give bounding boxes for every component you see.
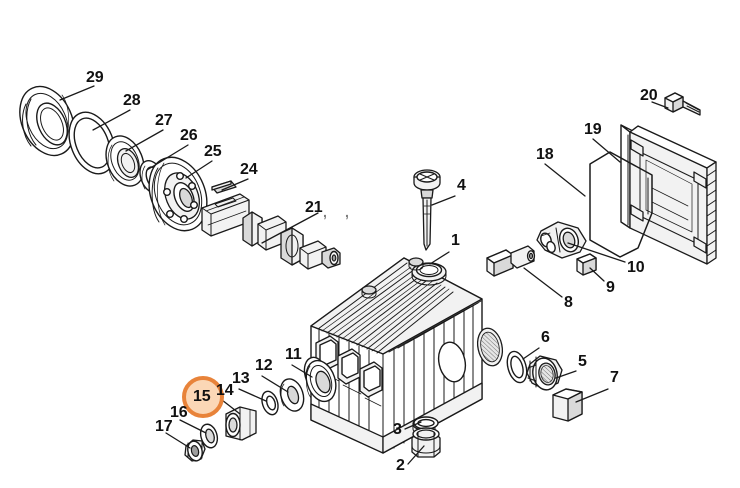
- leader-line-5: [555, 370, 577, 379]
- oil-fill-boss: [411, 262, 447, 286]
- leader-line-18: [544, 163, 586, 197]
- boss-left: [361, 285, 377, 299]
- leader-line-16: [179, 419, 207, 434]
- callout-label-15: 15: [193, 388, 211, 405]
- leader-line-3: [404, 421, 422, 430]
- callout-label-12: 12: [255, 357, 273, 374]
- callout-label-26: 26: [180, 127, 198, 144]
- callout-label-7: 7: [610, 369, 619, 386]
- part-2-drain-plug: [411, 427, 441, 458]
- callout-label-20: 20: [640, 87, 658, 104]
- callout-label-17: 17: [155, 418, 173, 435]
- part-4-oil-dipstick-cap: [413, 169, 441, 251]
- leader-line-8: [523, 267, 563, 298]
- callout-label-2: 2: [396, 457, 405, 474]
- callout-label-14: 14: [216, 382, 234, 399]
- cover-fins: [706, 161, 717, 265]
- leader-line-28: [92, 109, 131, 131]
- callout-label-18: 18: [536, 146, 554, 163]
- part-28-o-ring: [68, 111, 116, 175]
- part-17-hex-nut: [184, 439, 206, 462]
- small-boss: [408, 257, 424, 271]
- leader-line-12: [261, 375, 289, 393]
- part-6-o-ring: [506, 350, 528, 384]
- callout-label-4: 4: [457, 177, 466, 194]
- leader-line-21: [261, 212, 319, 244]
- part-12-washer-large: [279, 378, 305, 412]
- callout-label-16: 16: [170, 404, 188, 421]
- faint-erased-mark-1: ,: [323, 204, 327, 220]
- leader-line-19: [592, 138, 621, 163]
- callout-label-27: 27: [155, 112, 173, 129]
- part-5-sight-glass: [526, 355, 563, 391]
- leader-lines: [59, 85, 669, 465]
- callout-label-24: 24: [240, 161, 258, 178]
- part-27-bearing-race: [105, 135, 145, 187]
- highlight-circle-part-15: [182, 376, 224, 418]
- leader-line-20: [651, 101, 669, 109]
- leader-line-9: [589, 267, 605, 282]
- callout-label-1: 1: [451, 232, 460, 249]
- part-16-washer: [199, 423, 219, 449]
- callout-label-29: 29: [86, 69, 104, 86]
- part-13-washer-small: [261, 390, 279, 416]
- part-8-pin-shaft: [486, 245, 536, 277]
- leader-line-14: [221, 399, 241, 415]
- leader-line-26: [146, 144, 189, 171]
- faint-erased-mark-2: ,: [345, 204, 349, 220]
- part-18-gasket: [589, 151, 653, 258]
- callout-label-6: 6: [541, 329, 550, 346]
- leader-line-10: [567, 242, 626, 263]
- part-24-woodruff-key: [211, 180, 237, 194]
- leader-line-29: [59, 85, 95, 101]
- callout-label-11: 11: [285, 346, 302, 363]
- leader-line-2: [407, 445, 425, 465]
- leader-line-11: [291, 364, 313, 378]
- callout-label-28: 28: [123, 92, 141, 109]
- callout-label-9: 9: [606, 279, 615, 296]
- leader-line-24: [221, 178, 249, 191]
- part-11-oil-seal: [305, 359, 337, 403]
- leader-line-13: [238, 388, 267, 402]
- leader-line-1: [429, 251, 450, 265]
- part-25-ball-bearing: [148, 156, 208, 232]
- leader-line-6: [522, 347, 540, 360]
- leader-line-25: [185, 160, 213, 179]
- part-1-pump-housing: [303, 257, 504, 454]
- part-19-crankcase-cover: [620, 124, 717, 265]
- part-10-lever-bracket: [536, 221, 587, 259]
- callout-label-5: 5: [578, 353, 587, 370]
- callout-label-3: 3: [393, 421, 402, 438]
- part-9-roll-pin: [576, 253, 597, 276]
- part-7-cap-plug: [552, 388, 583, 422]
- leader-line-27: [125, 129, 164, 152]
- callout-label-21: 21: [305, 199, 323, 216]
- callout-label-13: 13: [232, 370, 250, 387]
- part-14-spacer-sleeve: [225, 406, 257, 441]
- leader-line-17: [165, 432, 191, 449]
- part-29-oil-seal-ring: [19, 85, 75, 157]
- part-20-screw: [664, 92, 701, 116]
- callout-label-8: 8: [564, 294, 573, 311]
- leader-line-7: [575, 388, 609, 403]
- callout-label-10: 10: [627, 259, 645, 276]
- leader-line-4: [431, 195, 456, 206]
- callout-label-19: 19: [584, 121, 602, 138]
- callout-label-25: 25: [204, 143, 222, 160]
- right-face-ports: [437, 327, 504, 383]
